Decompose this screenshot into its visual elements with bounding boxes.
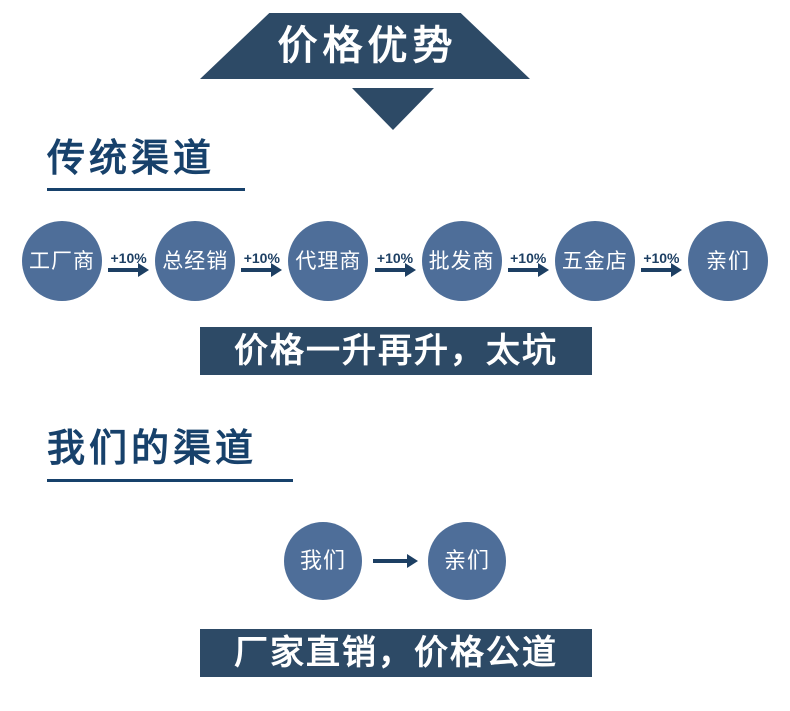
node-circle-factory: 工厂商	[22, 221, 102, 301]
right-arrow-icon	[507, 267, 538, 272]
slogan-text-ours: 厂家直销，价格公道	[234, 634, 558, 672]
markup-label: +10%	[110, 249, 147, 266]
node-circle-wholesaler: 批发商	[421, 221, 502, 301]
right-arrow-icon	[241, 267, 272, 272]
slogan-text-traditional: 价格一升再升，太坑	[234, 332, 558, 370]
markup-label: +10%	[643, 249, 680, 266]
title-banner: 价格优势	[200, 13, 530, 79]
connector	[362, 559, 428, 563]
connector: +10%	[635, 251, 688, 272]
node-circle-customers: 亲们	[428, 522, 506, 600]
node-circle-customers: 亲们	[688, 221, 769, 301]
slogan-banner-ours: 厂家直销，价格公道	[200, 629, 592, 677]
down-arrow-icon	[352, 88, 434, 130]
connector: +10%	[368, 251, 421, 272]
slogan-banner-traditional: 价格一升再升，太坑	[200, 327, 592, 375]
node-circle-hardware-store: 五金店	[554, 221, 635, 301]
connector: +10%	[235, 251, 288, 272]
chain-traditional: 工厂商 +10% 总经销 +10% 代理商 +10% 批发商 +10% 五金店 …	[0, 221, 790, 301]
right-arrow-icon	[374, 267, 405, 272]
heading-underline-ours	[47, 479, 293, 482]
markup-label: +10%	[510, 249, 547, 266]
node-circle-agent: 代理商	[288, 221, 369, 301]
section-heading-ours: 我们的渠道	[47, 428, 258, 470]
heading-underline-traditional	[47, 188, 245, 191]
node-circle-us: 我们	[284, 522, 362, 600]
right-arrow-icon	[372, 559, 407, 563]
page-title: 价格优势	[277, 24, 458, 68]
connector: +10%	[502, 251, 555, 272]
markup-label: +10%	[376, 249, 414, 266]
section-heading-traditional: 传统渠道	[47, 138, 216, 180]
markup-label: +10%	[243, 249, 280, 266]
node-circle-distributor: 总经销	[155, 221, 236, 301]
connector: +10%	[102, 251, 155, 272]
right-arrow-icon	[640, 267, 671, 272]
right-arrow-icon	[108, 267, 139, 272]
chain-ours: 我们 亲们	[0, 522, 790, 600]
